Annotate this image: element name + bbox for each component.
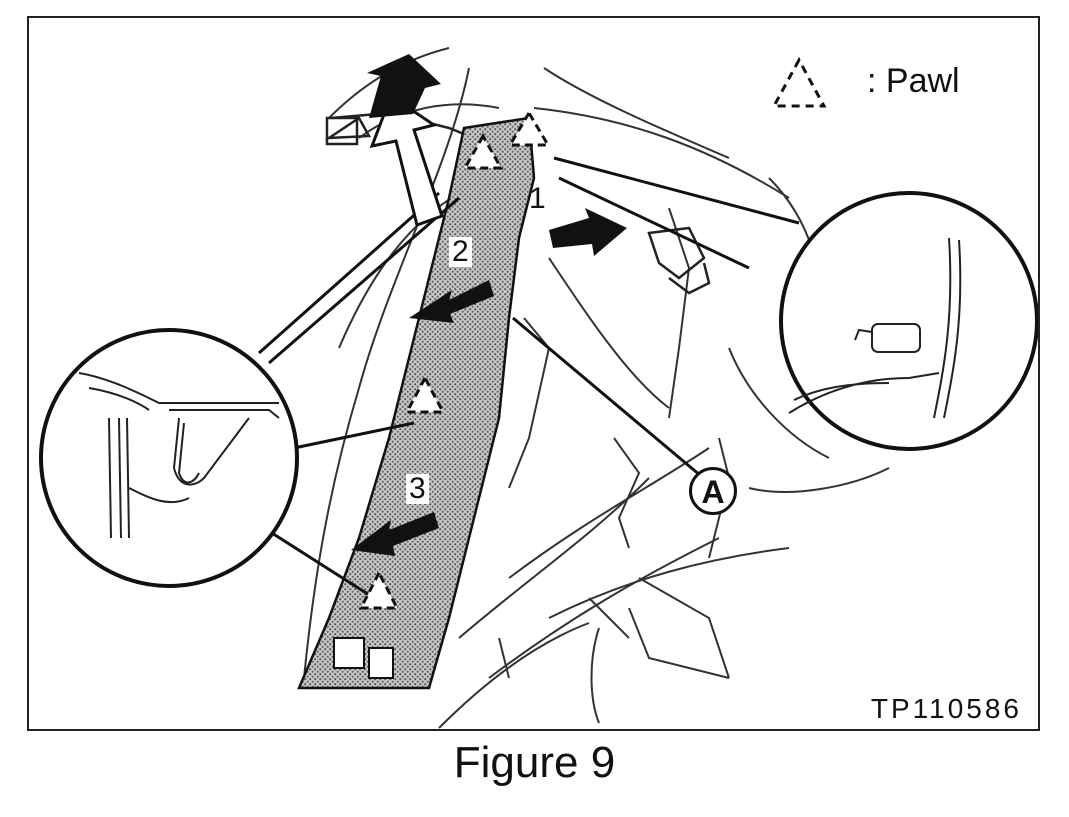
- left-detail-circle: [39, 328, 299, 588]
- step-1-label: 1: [529, 182, 546, 215]
- arrow-step3: [351, 512, 439, 556]
- figure-code: TP110586: [870, 693, 1022, 724]
- step-3-label: 3: [406, 474, 429, 504]
- arrow-step2: [409, 280, 494, 323]
- reference-a-label: A: [689, 467, 737, 515]
- right-detail-circle: [779, 191, 1038, 451]
- legend-label: : Pawl: [867, 62, 960, 100]
- step-2-label: 2: [449, 237, 472, 267]
- figure-frame: : Pawl 1 2 3 A TP110586: [27, 16, 1040, 731]
- pawl-legend-icon: [771, 56, 827, 108]
- lift-arrow-solid: [367, 54, 441, 118]
- diagram-illustration: [39, 47, 1038, 729]
- figure-caption: Figure 9: [453, 738, 616, 787]
- arrow-step1: [549, 208, 627, 256]
